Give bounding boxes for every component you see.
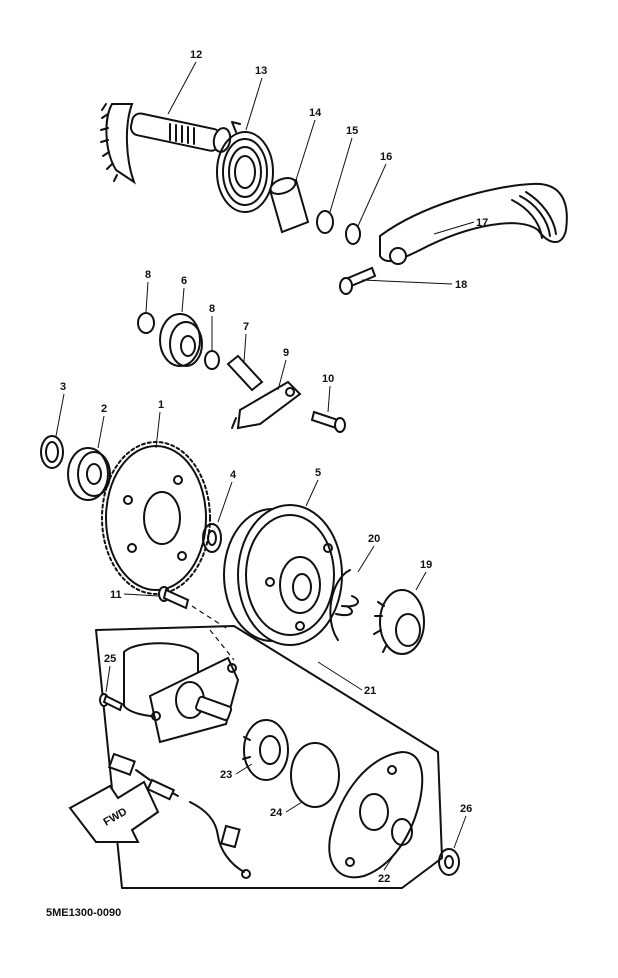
callout-11: 11 [110, 589, 122, 601]
shaft-7 [226, 354, 264, 392]
callout-15: 15 [346, 125, 358, 137]
washer-8-left [137, 312, 155, 334]
kick-crank [379, 182, 568, 265]
wire-harness [107, 752, 251, 879]
kick-collar [268, 177, 310, 234]
flywheel-5 [223, 504, 343, 646]
callout-4: 4 [230, 469, 237, 481]
callout-25: 25 [104, 653, 116, 665]
callout-17: 17 [476, 217, 488, 229]
o-ring-24 [290, 742, 340, 808]
bearing-2 [67, 447, 111, 501]
screw-10 [310, 410, 346, 433]
washer-8-right [204, 350, 220, 370]
screw-25 [99, 693, 124, 712]
callout-8-left: 8 [145, 269, 151, 281]
callout-5: 5 [315, 467, 321, 479]
callout-20: 20 [368, 533, 380, 545]
washer-26 [438, 848, 460, 876]
kick-spring [216, 121, 274, 213]
kick-axle-gear [100, 103, 232, 185]
kit-dash-line [209, 629, 235, 661]
idle-gear-6 [159, 313, 203, 367]
callout-labels: 12 13 14 15 16 17 18 8 6 8 7 9 10 3 2 1 … [60, 49, 488, 885]
starter-clutch-19 [373, 589, 425, 655]
washer-16 [345, 223, 361, 245]
diagram-code: 5ME1300-0090 [46, 907, 121, 919]
callout-2: 2 [101, 403, 107, 415]
callout-1: 1 [158, 399, 164, 411]
bolt-11 [158, 586, 227, 629]
starter-motor [123, 642, 240, 744]
callout-6: 6 [181, 275, 187, 287]
fwd-arrow-icon: FWD [68, 780, 160, 843]
spring-clip-20 [329, 569, 359, 641]
callout-16: 16 [380, 151, 392, 163]
washer-15 [316, 210, 334, 234]
starter-wheel-gear-1 [101, 441, 211, 595]
callout-10: 10 [322, 373, 334, 385]
brush-holder-23 [242, 719, 289, 781]
starter-kit-box-21 [95, 625, 443, 889]
callout-8-right: 8 [209, 303, 215, 315]
callout-13: 13 [255, 65, 267, 77]
callout-3: 3 [60, 381, 66, 393]
bolt-18 [339, 266, 377, 295]
callout-9: 9 [283, 347, 289, 359]
washer-4 [202, 523, 222, 553]
washer-3 [40, 435, 64, 469]
starter-cover-housing [328, 750, 424, 879]
callout-21: 21 [364, 685, 376, 697]
callout-22: 22 [378, 873, 390, 885]
callout-12: 12 [190, 49, 202, 61]
callout-14: 14 [309, 107, 322, 119]
callout-19: 19 [420, 559, 432, 571]
clip-9 [231, 380, 302, 430]
callout-7: 7 [243, 321, 249, 333]
callout-26: 26 [460, 803, 472, 815]
callout-24: 24 [270, 807, 283, 819]
callout-18: 18 [455, 279, 467, 291]
callout-23: 23 [220, 769, 232, 781]
leader-lines [55, 61, 475, 871]
